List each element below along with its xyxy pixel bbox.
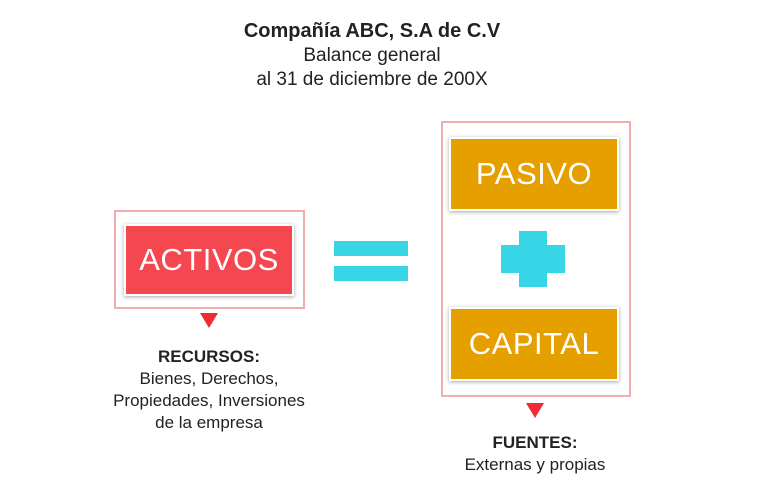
recursos-caption: RECURSOS: Bienes, Derechos, Propiedades,… bbox=[84, 346, 334, 434]
fuentes-heading: FUENTES: bbox=[492, 433, 578, 452]
capital-label: CAPITAL bbox=[468, 326, 600, 361]
capital-box: CAPITAL bbox=[449, 307, 619, 381]
equals-icon-top-bar bbox=[334, 241, 408, 256]
down-triangle-icon bbox=[526, 403, 544, 418]
company-title: Compañía ABC, S.A de C.V bbox=[243, 20, 501, 42]
activos-box: ACTIVOS bbox=[124, 224, 294, 296]
pasivo-box: PASIVO bbox=[449, 137, 619, 211]
diagram-header: Compañía ABC, S.A de C.V Balance general… bbox=[0, 18, 744, 92]
recursos-line: Bienes, Derechos, bbox=[139, 369, 279, 388]
fuentes-caption: FUENTES: Externas y propias bbox=[415, 432, 655, 476]
equals-icon-bottom-bar bbox=[334, 266, 408, 281]
statement-name: Balance general bbox=[303, 45, 441, 66]
activos-label: ACTIVOS bbox=[139, 242, 279, 277]
statement-date: al 31 de diciembre de 200X bbox=[256, 69, 488, 90]
plus-icon-horizontal-bar bbox=[501, 245, 565, 273]
down-triangle-icon bbox=[200, 313, 218, 328]
recursos-line: Propiedades, Inversiones bbox=[113, 391, 305, 410]
recursos-line: de la empresa bbox=[155, 413, 263, 432]
recursos-heading: RECURSOS: bbox=[157, 347, 260, 366]
pasivo-label: PASIVO bbox=[475, 156, 593, 191]
fuentes-line: Externas y propias bbox=[464, 455, 606, 474]
